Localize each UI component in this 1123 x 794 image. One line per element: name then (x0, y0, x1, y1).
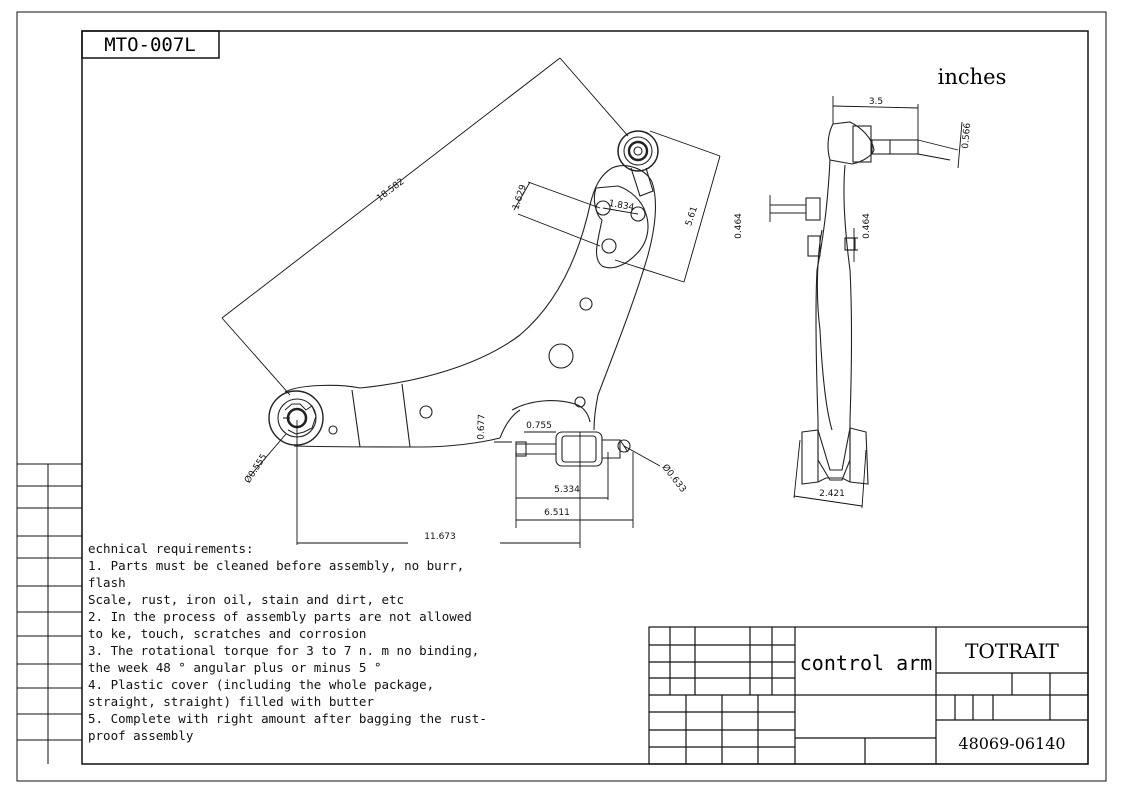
requirement-5: 5. Complete with right amount after bagg… (88, 711, 487, 743)
dim-rear-total-len: 6.511 (544, 508, 570, 518)
drawing-number-box: MTO-007L (81, 30, 220, 59)
requirement-4: 4. Plastic cover (including the whole pa… (88, 677, 435, 709)
part-name: control arm (800, 651, 932, 675)
dim-bolt-b: 1.834 (608, 199, 635, 213)
requirements-heading: echnical requirements: (88, 541, 254, 556)
dim-small-hole: 0.677 (477, 414, 488, 440)
dim-side-stud-dia: 0.566 (961, 122, 973, 149)
dim-ball-offset: 5.61 (684, 205, 700, 227)
dim-rear-bushing-len: 5.334 (554, 485, 580, 495)
requirement-1: 1. Parts must be cleaned before assembly… (88, 558, 465, 590)
technical-requirements: echnical requirements: 1. Parts must be … (88, 540, 488, 744)
dim-side-stud-b: 0.464 (862, 213, 872, 239)
requirement-3: 3. The rotational torque for 3 to 7 n. m… (88, 643, 480, 675)
dimension-lines (221, 57, 721, 548)
dim-overall-span: 11.673 (424, 532, 456, 542)
dim-side-width: 3.5 (869, 97, 883, 107)
dim-bolt-a: 1.629 (511, 183, 529, 211)
side-view-dims (769, 96, 963, 509)
company-name: TOTRAIT (965, 639, 1059, 663)
requirement-1-cont: Scale, rust, iron oil, stain and dirt, e… (88, 592, 405, 607)
left-strip (17, 463, 82, 764)
units-label: inches (938, 65, 1007, 89)
dim-side-bottom: 2.421 (819, 489, 845, 499)
dim-arm-length: 18.582 (375, 177, 406, 204)
dim-rear-bushing-dia: Ø0.633 (660, 462, 689, 495)
title-block (648, 626, 1089, 765)
dim-front-bushing: Ø0.555 (242, 452, 269, 486)
requirement-2: 2. In the process of assembly parts are … (88, 609, 472, 641)
side-view-labels: 3.5 0.566 0.464 0.464 2.421 (734, 97, 973, 499)
side-view (770, 121, 919, 485)
control-arm-outline (268, 130, 659, 467)
sheet-border (16, 11, 1107, 782)
dim-side-stud-a: 0.464 (734, 213, 744, 239)
part-number: 48069-06140 (958, 734, 1065, 753)
dimension-labels: 18.582 1.629 1.834 5.61 Ø0.555 11.673 0.… (242, 177, 700, 542)
dim-rear-stud: 0.755 (526, 421, 552, 431)
drawing-number: MTO-007L (104, 34, 196, 56)
